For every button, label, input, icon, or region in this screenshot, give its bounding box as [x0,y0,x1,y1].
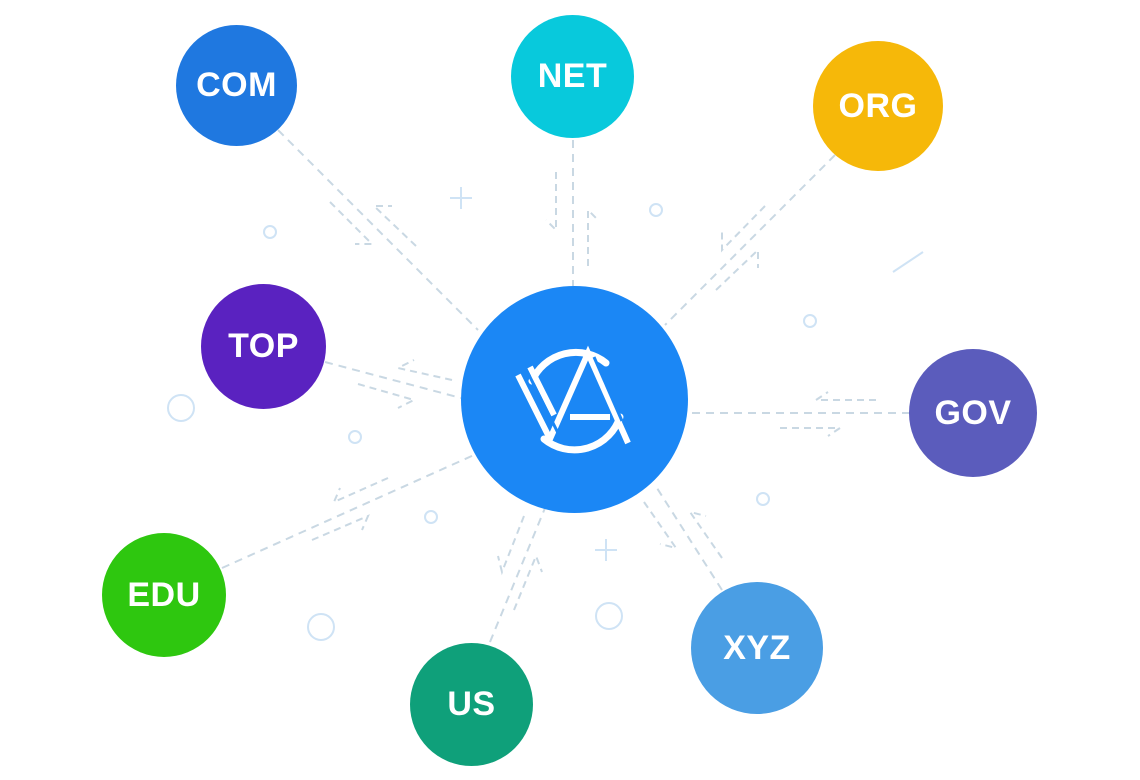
connector-us [489,507,546,643]
decor-circle [424,510,438,524]
decor-circle [348,430,362,444]
domain-label-gov: GOV [934,393,1012,432]
domain-node-xyz[interactable]: XYZ [691,582,823,714]
decor-slash [892,251,924,273]
domain-label-us: US [447,685,496,723]
arrow-com-out [371,205,417,247]
hub-node[interactable] [461,286,688,513]
arrow-gov-out [780,427,844,437]
arrow-top-in [395,359,453,381]
decor-circle [307,613,335,641]
arrow-org-out [715,247,759,291]
connector-xyz [654,484,723,591]
connector-lines [221,129,910,643]
connector-org [664,154,836,326]
decor-circle [263,225,277,239]
arrow-com-in [329,201,375,245]
arrow-us-in [497,515,525,576]
domain-node-org[interactable]: ORG [813,41,943,171]
arrow-gov-in [812,391,876,401]
connector-top [324,361,462,399]
decor-circle [803,314,817,328]
domain-node-net[interactable]: NET [511,15,634,138]
arrow-org-in [721,205,766,253]
connector-edu [221,454,475,569]
domain-label-xyz: XYZ [723,628,791,667]
arrow-net-out [587,207,599,266]
decor-circle [756,492,770,506]
domain-label-top: TOP [228,327,299,365]
decor-circle [595,602,623,630]
arrow-edu-in [332,477,389,504]
arrow-top-out [357,383,417,409]
domain-node-com[interactable]: COM [176,25,297,146]
va-logo-icon [514,345,631,453]
domain-node-edu[interactable]: EDU [102,533,226,657]
decor-circle [649,203,663,217]
domain-node-gov[interactable]: GOV [909,349,1037,477]
connector-com [277,129,479,331]
arrow-edu-out [311,514,370,541]
domain-label-com: COM [196,66,277,104]
arrow-net-in [545,172,557,233]
decorative-shapes [167,187,924,641]
arrow-xyz-in [643,501,679,550]
domain-node-top[interactable]: TOP [201,284,326,409]
domain-node-us[interactable]: US [410,643,533,766]
domain-label-edu: EDU [127,575,201,614]
arrow-xyz-out [687,510,723,559]
arrow-markers [311,172,876,611]
decor-circle [167,394,195,422]
arrow-us-out [513,553,543,611]
domain-label-org: ORG [838,86,918,125]
domain-label-net: NET [537,57,608,95]
